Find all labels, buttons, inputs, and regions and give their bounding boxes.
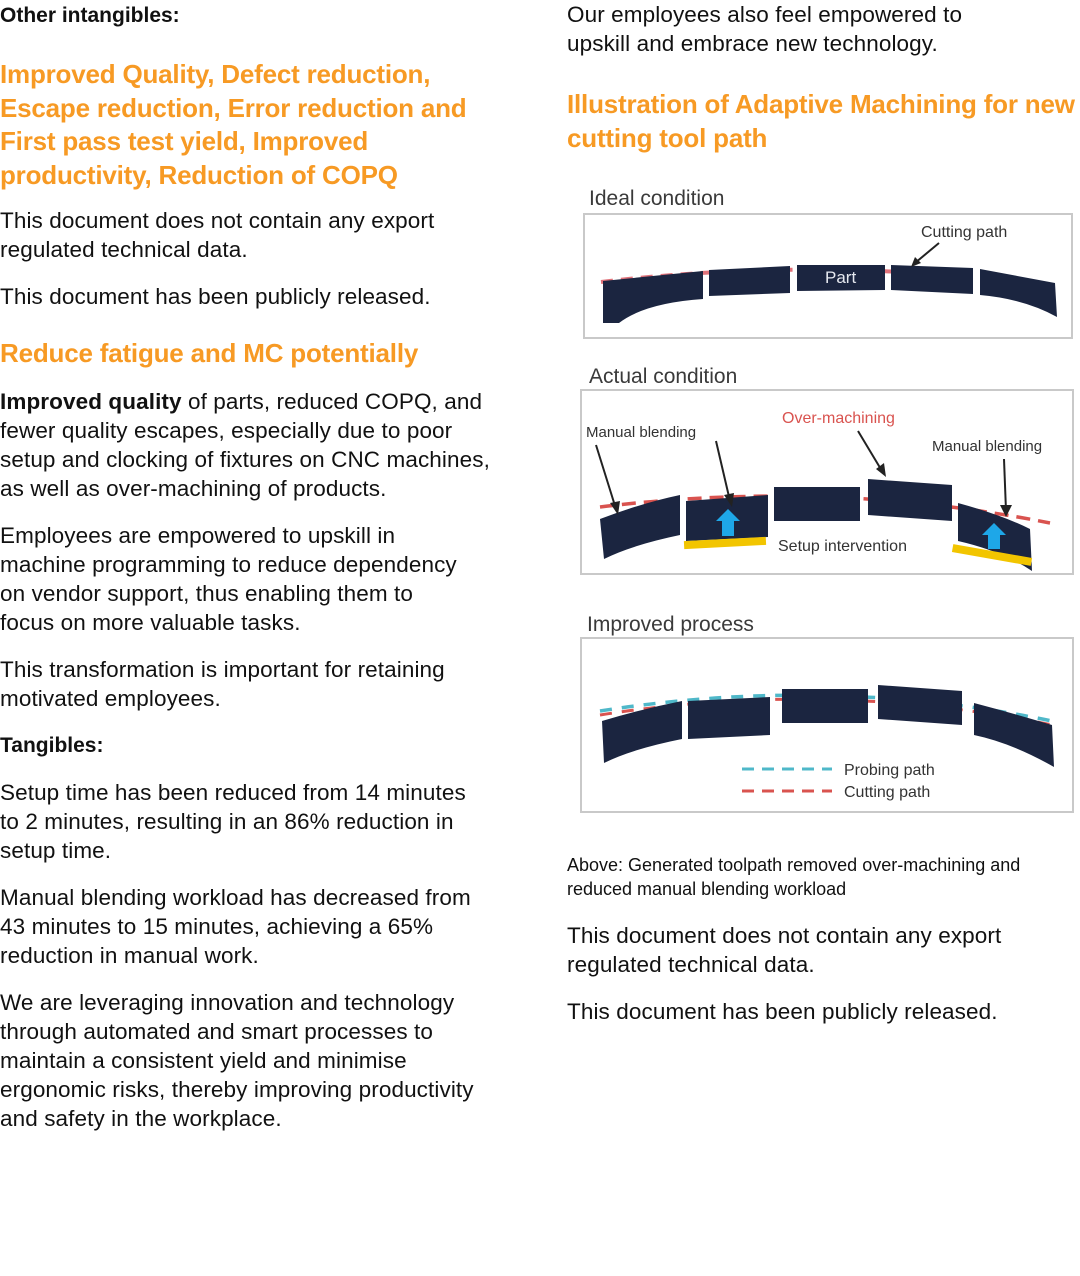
setup-intervention-label: Setup intervention (778, 538, 907, 555)
tangibles-label: Tangibles: (0, 733, 104, 757)
legend-cutting-path: Cutting path (844, 784, 930, 801)
release-notice-right: This document has been publicly released… (567, 999, 998, 1024)
employees-paragraph: Employees are empowered to upskill in ma… (0, 522, 457, 635)
left-column: Other intangibles: Improved Quality, Def… (0, 0, 520, 1151)
figure-caption: Above: Generated toolpath removed over-m… (567, 855, 1021, 899)
ideal-condition-diagram: Part Cutting path (600, 224, 1057, 323)
over-machining-label: Over-machining (782, 410, 895, 427)
ideal-condition-title: Ideal condition (589, 187, 725, 210)
right-column: Our employees also feel empowered to ups… (567, 0, 1080, 1044)
improved-process-panel: Probing path Cutting path (580, 637, 1074, 813)
actual-condition-diagram: Manual blending Over-machining Manual bl… (586, 410, 1051, 571)
other-intangibles-label: Other intangibles: (0, 4, 180, 27)
improved-quality-bold: Improved quality (0, 388, 182, 414)
release-notice: This document has been publicly released… (0, 284, 431, 309)
ideal-condition-panel: Part Cutting path (583, 213, 1073, 339)
setup-time-paragraph: Setup time has been reduced from 14 minu… (0, 779, 466, 863)
transformation-paragraph: This transformation is important for ret… (0, 656, 445, 711)
improved-process-diagram: Probing path Cutting path (599, 685, 1054, 801)
improved-process-title: Improved process (587, 613, 754, 636)
improved-quality-rest: of parts, reduced COPQ, and fewer qualit… (0, 388, 490, 501)
manual-blending-left-label: Manual blending (586, 424, 696, 441)
cutting-path-label: Cutting path (921, 224, 1007, 241)
export-notice-right: This document does not contain any expor… (567, 923, 1002, 977)
export-notice: This document does not contain any expor… (0, 208, 435, 262)
upskill-paragraph: Our employees also feel empowered to ups… (567, 2, 963, 56)
heading-reduce-fatigue: Reduce fatigue and MC potentially (0, 338, 419, 368)
part-label: Part (825, 268, 856, 287)
innovation-paragraph: We are leveraging innovation and technol… (0, 989, 474, 1131)
manual-blending-right-label: Manual blending (932, 438, 1042, 455)
actual-condition-title: Actual condition (589, 365, 738, 388)
heading-illustration: Illustration of Adaptive Machining for n… (567, 89, 1075, 153)
actual-condition-panel: Manual blending Over-machining Manual bl… (580, 389, 1074, 575)
heading-improved-quality: Improved Quality, Defect reduction, Esca… (0, 59, 467, 190)
manual-blending-paragraph: Manual blending workload has decreased f… (0, 884, 471, 968)
improved-quality-paragraph: Improved quality of parts, reduced COPQ,… (0, 387, 510, 503)
adaptive-machining-figure: Ideal condition Part Cutting path Actual… (567, 187, 1074, 833)
legend-probing-path: Probing path (844, 762, 935, 779)
